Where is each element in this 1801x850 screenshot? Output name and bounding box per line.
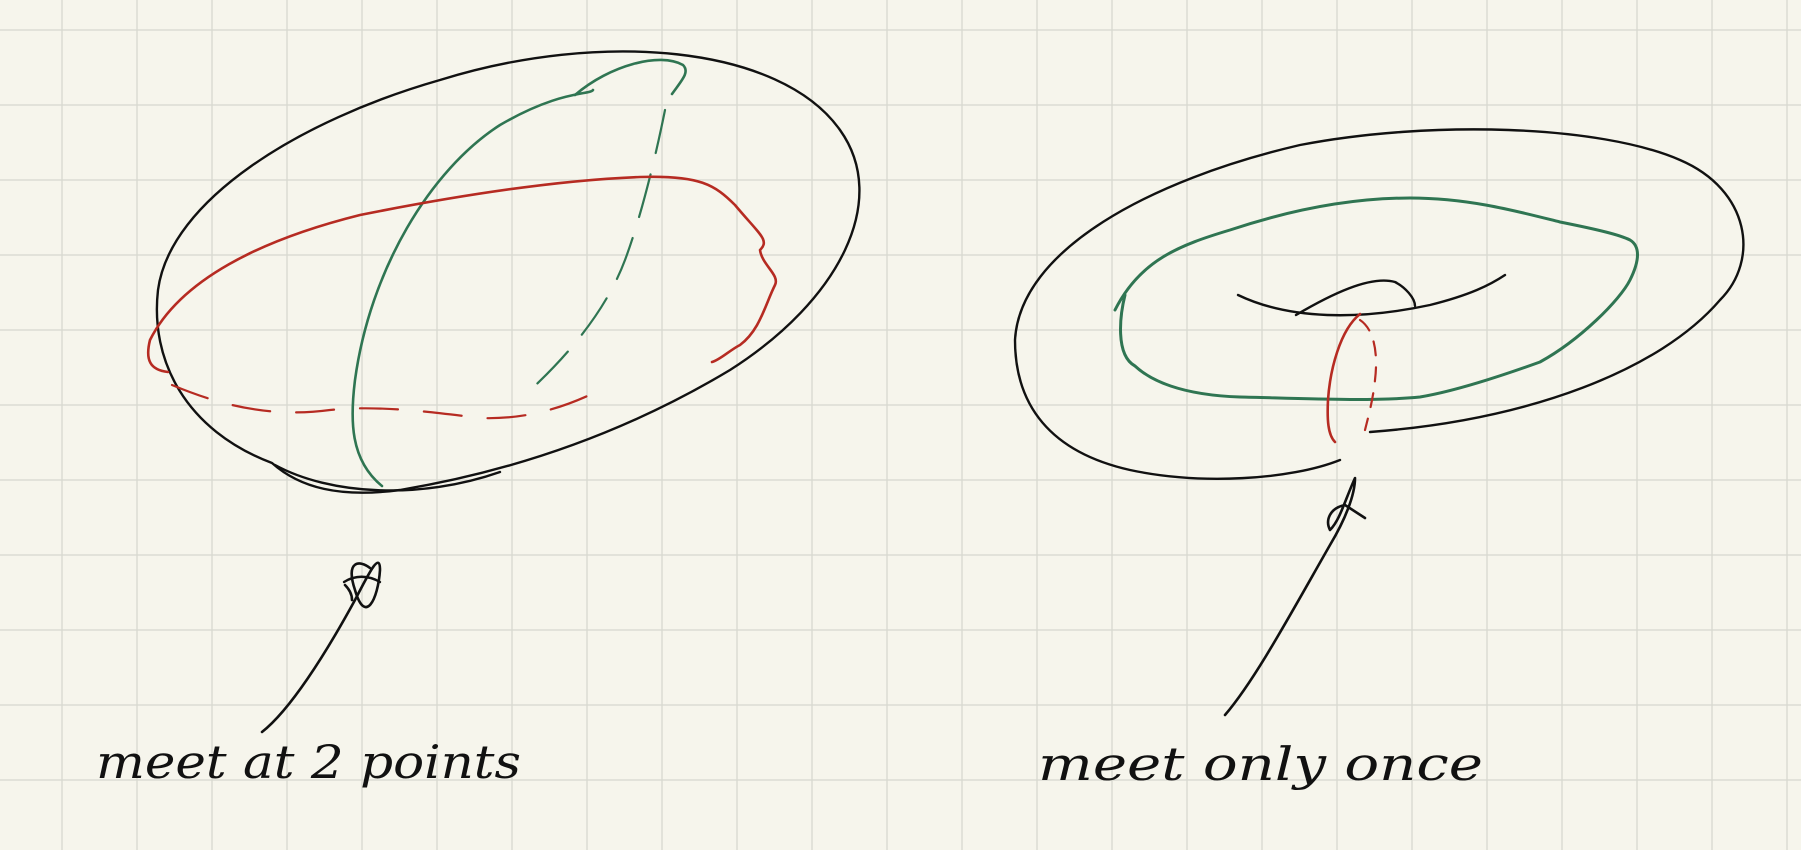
- torus-hole-upper: [1236, 273, 1507, 317]
- right-arrow[interactable]: [1223, 476, 1367, 717]
- green-circle-top: [573, 58, 687, 97]
- torus-diagram: [1013, 128, 1745, 717]
- red-meridian-back: [1358, 318, 1378, 432]
- red-circle-front: [146, 175, 778, 374]
- red-circle-back: [170, 383, 602, 420]
- sphere-bottom-stroke: [273, 463, 502, 492]
- green-circle-front: [351, 88, 595, 488]
- torus-hole-lower: [1294, 279, 1417, 317]
- green-loop: [1113, 196, 1639, 401]
- sphere-diagram: [146, 50, 861, 734]
- sphere-outline: [155, 50, 861, 494]
- green-circle-back: [523, 108, 667, 397]
- left-intersection-mark: [342, 575, 382, 584]
- right-caption: meet only once: [1038, 737, 1483, 791]
- red-meridian-front: [1326, 312, 1362, 444]
- left-caption: meet at 2 points: [96, 735, 521, 789]
- left-arrow[interactable]: [260, 561, 382, 734]
- torus-outline-top: [1013, 128, 1745, 480]
